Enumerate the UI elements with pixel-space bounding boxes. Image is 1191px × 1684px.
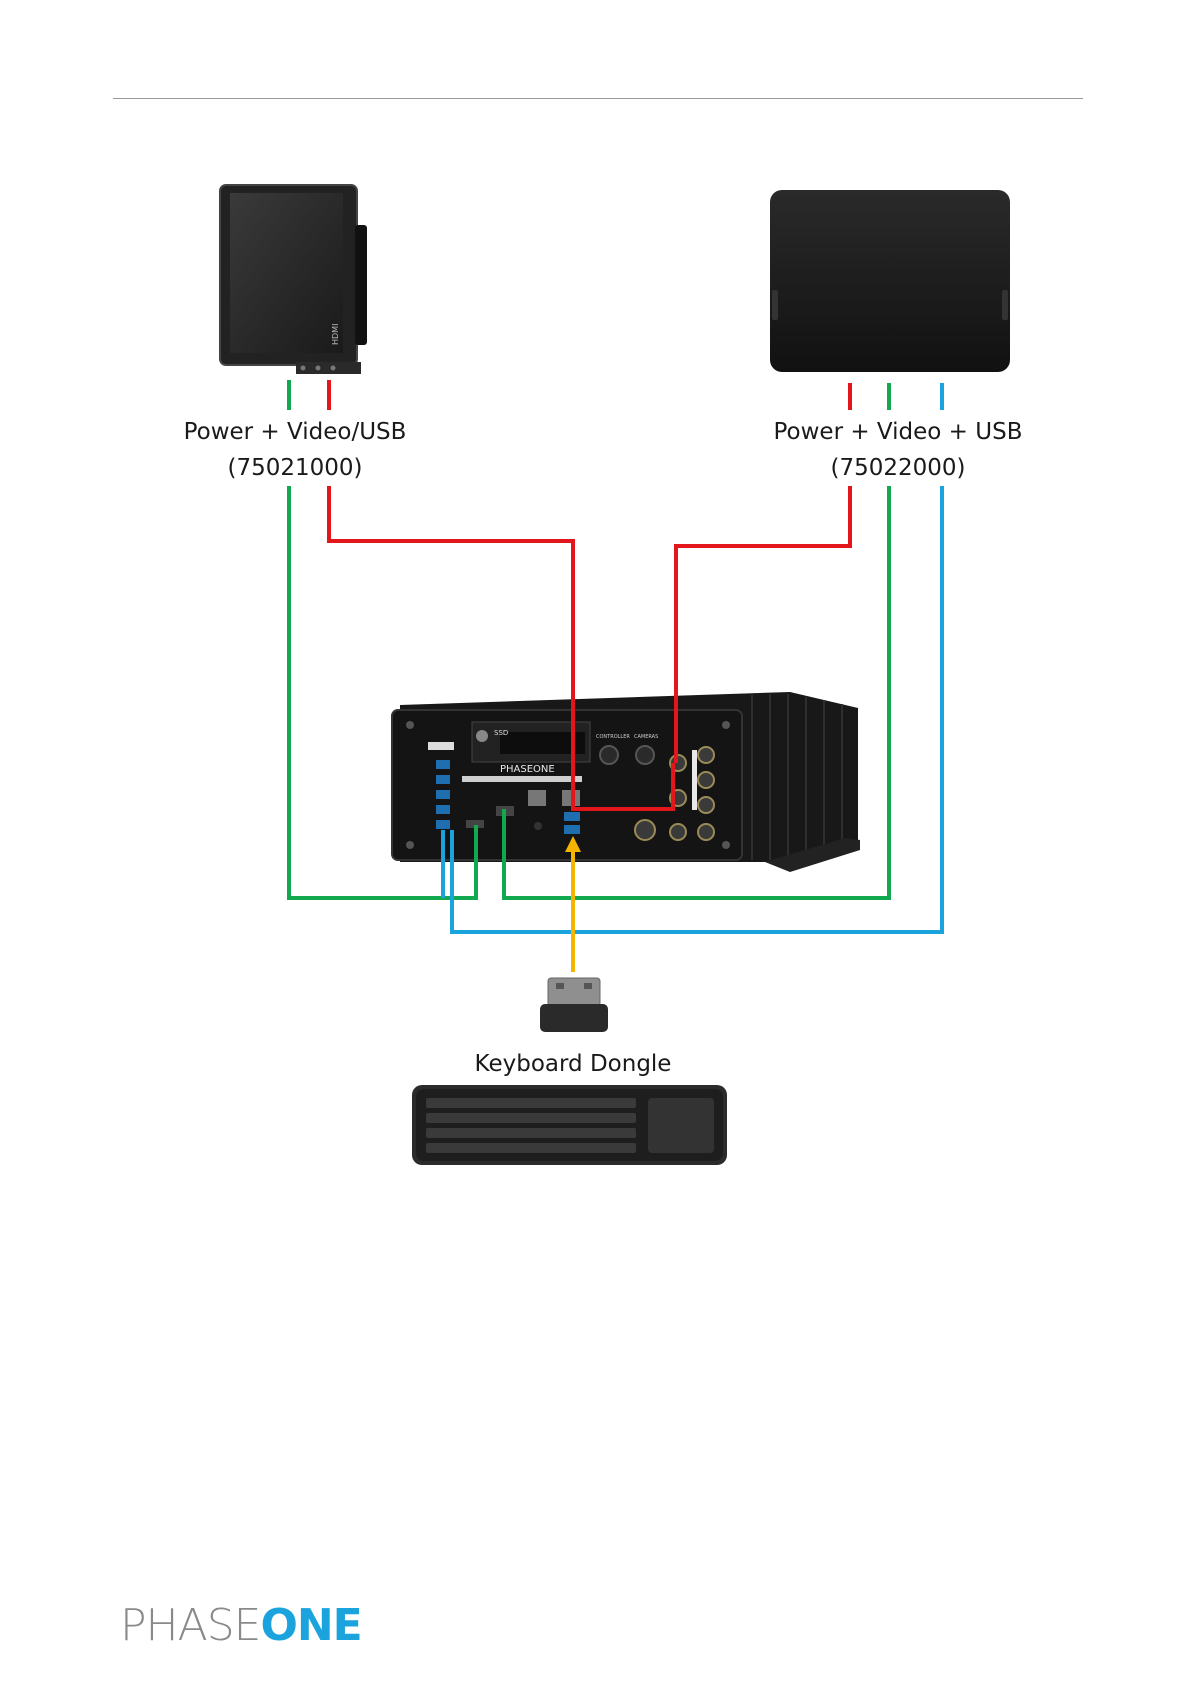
ssd-label: SSD — [494, 729, 508, 737]
right-tablet-monitor — [770, 190, 1010, 372]
left-cable-name: Power + Video/USB — [170, 414, 420, 450]
left-cable-part-number: (75021000) — [170, 450, 420, 486]
logo-phase: PHASE — [120, 1600, 260, 1651]
monitor-cable-stubs — [289, 380, 942, 410]
usb-dongle — [540, 978, 608, 1032]
logo-one: ONE — [260, 1600, 361, 1651]
keyboard — [412, 1085, 727, 1165]
camera-label: CAMERAS — [634, 734, 658, 740]
right-cable-part-number: (75022000) — [758, 450, 1038, 486]
left-monitor-brand: HDMI — [331, 324, 340, 345]
left-monitor: HDMI — [220, 185, 367, 374]
main-unit: SSD PHASEONE CONTROLLER CAMERAS — [392, 692, 860, 872]
unit-brand-label: PHASEONE — [500, 764, 555, 775]
keyboard-dongle-label: Keyboard Dongle — [448, 1046, 698, 1082]
controller-label: CONTROLLER — [596, 734, 630, 740]
right-cable-name: Power + Video + USB — [758, 414, 1038, 450]
